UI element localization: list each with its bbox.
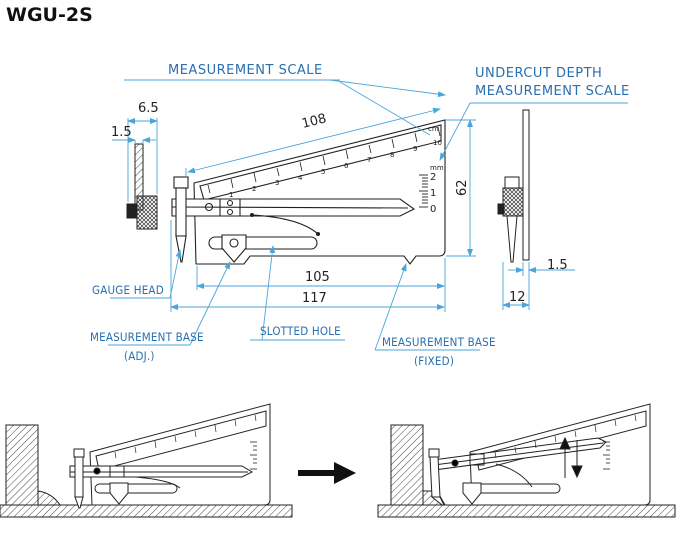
label-gauge-head: GAUGE HEAD bbox=[92, 283, 164, 297]
cm-number: 2 bbox=[252, 185, 256, 193]
label-undercut-2: MEASUREMENT SCALE bbox=[475, 84, 630, 99]
mm-unit: mm bbox=[430, 164, 444, 172]
usage-scene-left bbox=[0, 403, 293, 518]
side-view-left bbox=[126, 143, 158, 230]
dim-105: 105 bbox=[305, 270, 330, 285]
depth-scale-ticks bbox=[419, 174, 428, 208]
dimension-lines bbox=[108, 79, 628, 351]
usage-scene-right bbox=[377, 403, 676, 518]
depth-number: 2 bbox=[430, 172, 436, 183]
dim-108: 108 bbox=[300, 111, 328, 132]
label-undercut-1: UNDERCUT DEPTH bbox=[475, 66, 602, 81]
label-base-fixed-2: (FIXED) bbox=[414, 354, 454, 368]
depth-number: 1 bbox=[430, 188, 436, 199]
label-base-adj-2: (ADJ.) bbox=[124, 349, 155, 363]
transition-arrow bbox=[298, 462, 356, 484]
label-slotted-hole: SLOTTED HOLE bbox=[260, 324, 341, 338]
cm-number: 5 bbox=[321, 168, 325, 176]
cm-number: 1 bbox=[229, 191, 233, 199]
cm-unit: cm bbox=[428, 125, 439, 133]
cm-number: 9 bbox=[413, 145, 417, 153]
callout-labels: MEASUREMENT SCALE UNDERCUT DEPTH MEASURE… bbox=[90, 63, 630, 368]
side-view-right bbox=[497, 109, 530, 263]
adjustable-base bbox=[221, 234, 247, 263]
cm-number: 6 bbox=[344, 162, 349, 170]
depth-number: 0 bbox=[430, 204, 436, 215]
label-measurement-scale: MEASUREMENT SCALE bbox=[168, 63, 323, 78]
dim-6-5: 6.5 bbox=[138, 101, 159, 116]
cm-number: 3 bbox=[275, 179, 279, 187]
dim-12: 12 bbox=[509, 290, 526, 305]
gauge-head-knob bbox=[173, 176, 189, 189]
label-base-adj-1: MEASUREMENT BASE bbox=[90, 330, 204, 344]
cm-number: 7 bbox=[367, 156, 371, 164]
dim-117: 117 bbox=[302, 291, 327, 306]
page-title: WGU-2S bbox=[6, 4, 93, 26]
dim-1-5-left: 1.5 bbox=[111, 125, 132, 140]
dim-62: 62 bbox=[455, 179, 470, 196]
cm-number: 8 bbox=[390, 151, 394, 159]
cm-number: 4 bbox=[298, 174, 303, 182]
dim-1-5-right: 1.5 bbox=[547, 258, 568, 273]
dimension-texts: 108 62 105 117 6.5 1.5 1.5 12 bbox=[111, 101, 568, 306]
cm-number: 10 bbox=[433, 139, 442, 147]
label-base-fixed-1: MEASUREMENT BASE bbox=[382, 335, 496, 349]
